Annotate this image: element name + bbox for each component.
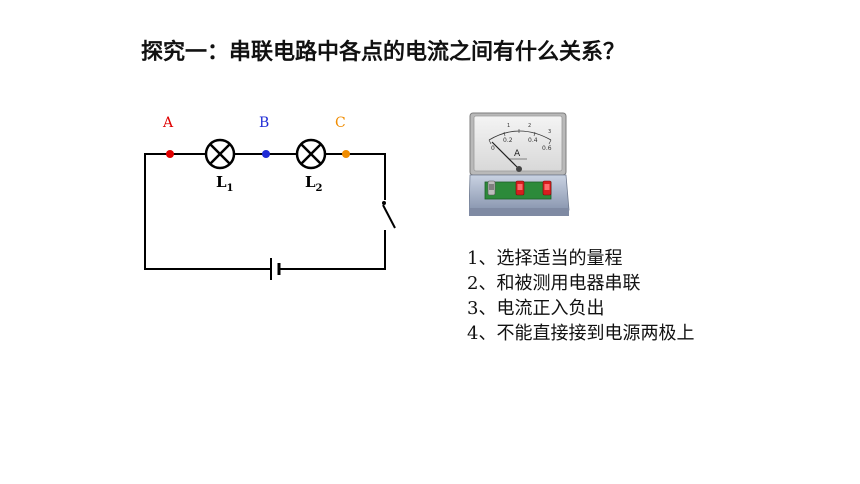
point-c-dot: [342, 150, 350, 158]
point-a-label: A: [163, 115, 174, 131]
ammeter-base-front: [469, 208, 569, 216]
slide-title: 探究一：串联电路中各点的电流之间有什么关系？: [141, 40, 626, 65]
point-a-dot: [166, 150, 174, 158]
scale-outer-1: 1: [507, 123, 510, 129]
ammeter-usage-tips: 1、选择适当的量程 2、和被测用电器串联 3、电流正入负出 4、不能直接接到电源…: [467, 246, 694, 346]
lamp-l2-label: L2: [305, 173, 323, 194]
point-c-label: C: [335, 115, 346, 131]
point-b-label: B: [259, 115, 270, 131]
tip-item: 3、电流正入负出: [467, 298, 605, 319]
scale-tick-0: 0: [491, 145, 495, 152]
switch-blade: [382, 204, 396, 229]
tip-item: 2、和被测用电器串联: [467, 273, 641, 294]
lamp-l1-label: L1: [216, 173, 234, 194]
scale-tick-0-6: 0.6: [542, 145, 552, 152]
terminal-positive-2: [542, 180, 552, 196]
ammeter-face: [473, 115, 563, 172]
tip-item: 4、不能直接接到电源两极上: [467, 323, 695, 344]
ammeter-unit-letter: A: [514, 149, 521, 159]
lamp-l2-symbol: [295, 138, 327, 170]
scale-outer-2: 2: [528, 123, 531, 129]
tip-item: 1、选择适当的量程: [467, 248, 623, 269]
lamp-l1-symbol: [204, 138, 236, 170]
ammeter-illustration: 0 0.2 0.4 0.6 1 2 3 A: [469, 112, 570, 216]
terminal-negative: [487, 180, 496, 196]
ammeter-pivot: [516, 166, 522, 172]
ammeter-scale-arc: [488, 130, 552, 141]
terminal-positive-1: [515, 180, 525, 196]
scale-tick-0-4: 0.4: [528, 137, 538, 144]
switch-contact: [382, 201, 386, 205]
scale-outer-3: 3: [548, 129, 551, 135]
point-b-dot: [262, 150, 270, 158]
scale-tick-0-2: 0.2: [503, 137, 513, 144]
ammeter-needle: [491, 141, 520, 170]
